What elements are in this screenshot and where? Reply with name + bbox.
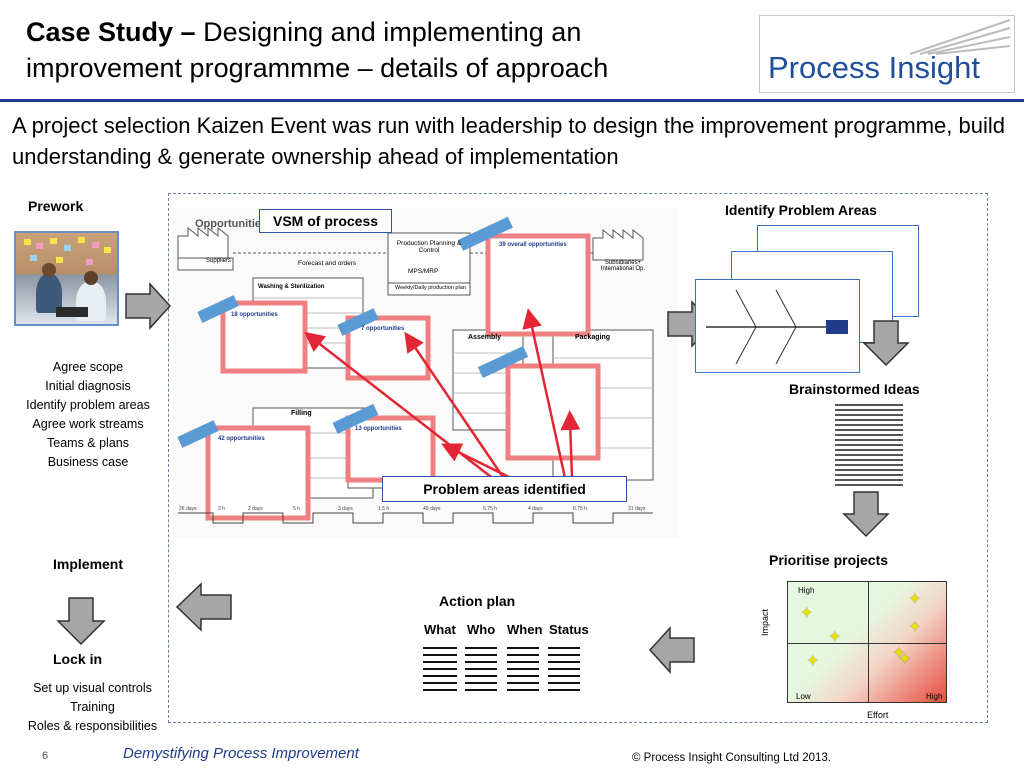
prework-label: Prework bbox=[28, 198, 84, 214]
logo-rays-icon bbox=[909, 19, 1011, 55]
svg-text:6.75 h: 6.75 h bbox=[483, 506, 497, 512]
effort-axis-label: Effort bbox=[867, 710, 889, 720]
vsm-callout: VSM of process bbox=[259, 209, 392, 233]
opportunity-box-title: 7 opportunities bbox=[361, 326, 405, 332]
star-icon: ✦ bbox=[806, 653, 820, 670]
action-what-lines bbox=[423, 647, 457, 696]
action-col-status: Status bbox=[549, 622, 589, 637]
logo-word-2: Insight bbox=[888, 50, 980, 85]
opportunity-box-title: 18 opportunities bbox=[231, 312, 278, 318]
implement-label: Implement bbox=[53, 556, 124, 572]
svg-text:2 days: 2 days bbox=[248, 506, 263, 512]
opportunity-box-title: 42 opportunities bbox=[218, 436, 265, 442]
title-part-2: improvement programmme – details of appr… bbox=[26, 53, 609, 83]
action-col-who: Who bbox=[467, 622, 496, 637]
svg-text:26 days: 26 days bbox=[179, 506, 197, 512]
prework-item: Initial diagnosis bbox=[45, 379, 131, 393]
brainstorm-label: Brainstormed Ideas bbox=[789, 381, 920, 397]
footer-copyright: © Process Insight Consulting Ltd 2013. bbox=[632, 752, 831, 764]
assembly-label: Assembly bbox=[468, 334, 502, 341]
lockin-item: Set up visual controls bbox=[33, 681, 152, 695]
slide-title: Case Study – Designing and implementing … bbox=[26, 14, 746, 86]
svg-text:4 days: 4 days bbox=[528, 506, 543, 512]
svg-text:6.75 h: 6.75 h bbox=[573, 506, 587, 512]
footer-title: Demystifying Process Improvement bbox=[123, 745, 359, 762]
star-icon: ✦ bbox=[800, 605, 814, 622]
workshop-photo bbox=[14, 231, 119, 326]
lockin-list: Set up visual controls Training Roles & … bbox=[10, 679, 175, 736]
down-arrow-icon bbox=[56, 597, 106, 646]
svg-text:49 days: 49 days bbox=[423, 506, 441, 512]
action-col-when: When bbox=[507, 622, 543, 637]
opportunity-box-title: 39 overall opportunities bbox=[499, 242, 567, 248]
filling-label: Filling bbox=[291, 410, 312, 417]
problem-areas-callout: Problem areas identified bbox=[382, 476, 627, 502]
weekly-plan-label: Weekly/Daily production plan bbox=[395, 285, 466, 291]
title-bold: Case Study – bbox=[26, 17, 196, 47]
lockin-item: Training bbox=[70, 700, 115, 714]
prework-item: Identify problem areas bbox=[26, 398, 150, 412]
company-logo: Process Insight bbox=[759, 15, 1015, 93]
lockin-label: Lock in bbox=[53, 651, 103, 667]
matrix-high-label: High bbox=[798, 586, 815, 595]
opportunities-label: Opportunities bbox=[195, 218, 268, 230]
logo-word-1: Process bbox=[768, 50, 889, 85]
right-arrow-icon bbox=[125, 282, 172, 330]
matrix-high-right-label: High bbox=[926, 692, 943, 701]
washing-label: Washing & Sterilization bbox=[258, 284, 325, 290]
problem-pointer-arrows bbox=[304, 308, 580, 482]
svg-text:1.5 h: 1.5 h bbox=[378, 506, 389, 512]
vsm-diagram: 26 days 2 h 2 days 5 h 3 days 1.5 h 49 days 6.7… bbox=[173, 208, 678, 538]
priority-matrix: High Low High ✦ ✦ ✦ ✦ ✦ ✦ ✦ bbox=[787, 581, 947, 703]
impact-axis-label: Impact bbox=[760, 608, 770, 636]
action-col-what: What bbox=[424, 622, 456, 637]
title-part-1: Designing and implementing an bbox=[203, 17, 582, 47]
star-icon: ✦ bbox=[892, 645, 906, 662]
star-icon: ✦ bbox=[908, 619, 922, 636]
action-status-lines bbox=[548, 647, 580, 696]
left-arrow-icon bbox=[648, 626, 695, 674]
subsidiaries-label: Subsidiaries+ International Op. bbox=[600, 260, 646, 272]
action-when-lines bbox=[507, 647, 539, 696]
logo-wordmark: Process Insight bbox=[768, 50, 980, 86]
prework-item: Agree work streams bbox=[32, 417, 144, 431]
svg-text:5 h: 5 h bbox=[293, 506, 300, 512]
left-arrow-icon bbox=[175, 582, 232, 632]
fishbone-diagram bbox=[695, 279, 860, 373]
prework-item: Business case bbox=[47, 455, 129, 469]
prioritise-label: Prioritise projects bbox=[769, 552, 889, 568]
svg-text:3 days: 3 days bbox=[338, 506, 353, 512]
title-divider bbox=[0, 99, 1024, 102]
down-arrow-icon bbox=[862, 320, 910, 367]
page-number: 6 bbox=[42, 750, 49, 762]
matrix-low-label: Low bbox=[796, 692, 811, 701]
identify-label: Identify Problem Areas bbox=[725, 202, 877, 218]
action-who-lines bbox=[465, 647, 497, 696]
prework-item: Agree scope bbox=[52, 360, 124, 374]
fishbone-icon bbox=[706, 289, 848, 365]
process-frame bbox=[168, 193, 988, 723]
star-icon: ✦ bbox=[828, 629, 842, 646]
lockin-item: Roles & responsibilities bbox=[27, 719, 158, 733]
mps-label: MPS/MRP bbox=[408, 268, 439, 275]
suppliers-label: Suppliers bbox=[206, 258, 232, 264]
production-planning-label: Production Planning & Control bbox=[396, 240, 462, 254]
down-arrow-icon bbox=[842, 491, 890, 538]
action-plan-label: Action plan bbox=[439, 593, 516, 609]
ideas-list-graphic bbox=[835, 404, 903, 489]
forecast-label: Forecast and orders bbox=[298, 260, 357, 267]
star-icon: ✦ bbox=[898, 651, 912, 668]
opportunity-box-title: 13 opportunities bbox=[355, 426, 402, 432]
lead-paragraph: A project selection Kaizen Event was run… bbox=[12, 113, 1005, 169]
svg-text:31 days: 31 days bbox=[628, 506, 646, 512]
star-icon: ✦ bbox=[908, 591, 922, 608]
prework-item: Teams & plans bbox=[47, 436, 129, 450]
prework-list: Agree scope Initial diagnosis Identify p… bbox=[8, 358, 168, 472]
svg-text:2 h: 2 h bbox=[218, 506, 225, 512]
packaging-label: Packaging bbox=[575, 334, 611, 341]
